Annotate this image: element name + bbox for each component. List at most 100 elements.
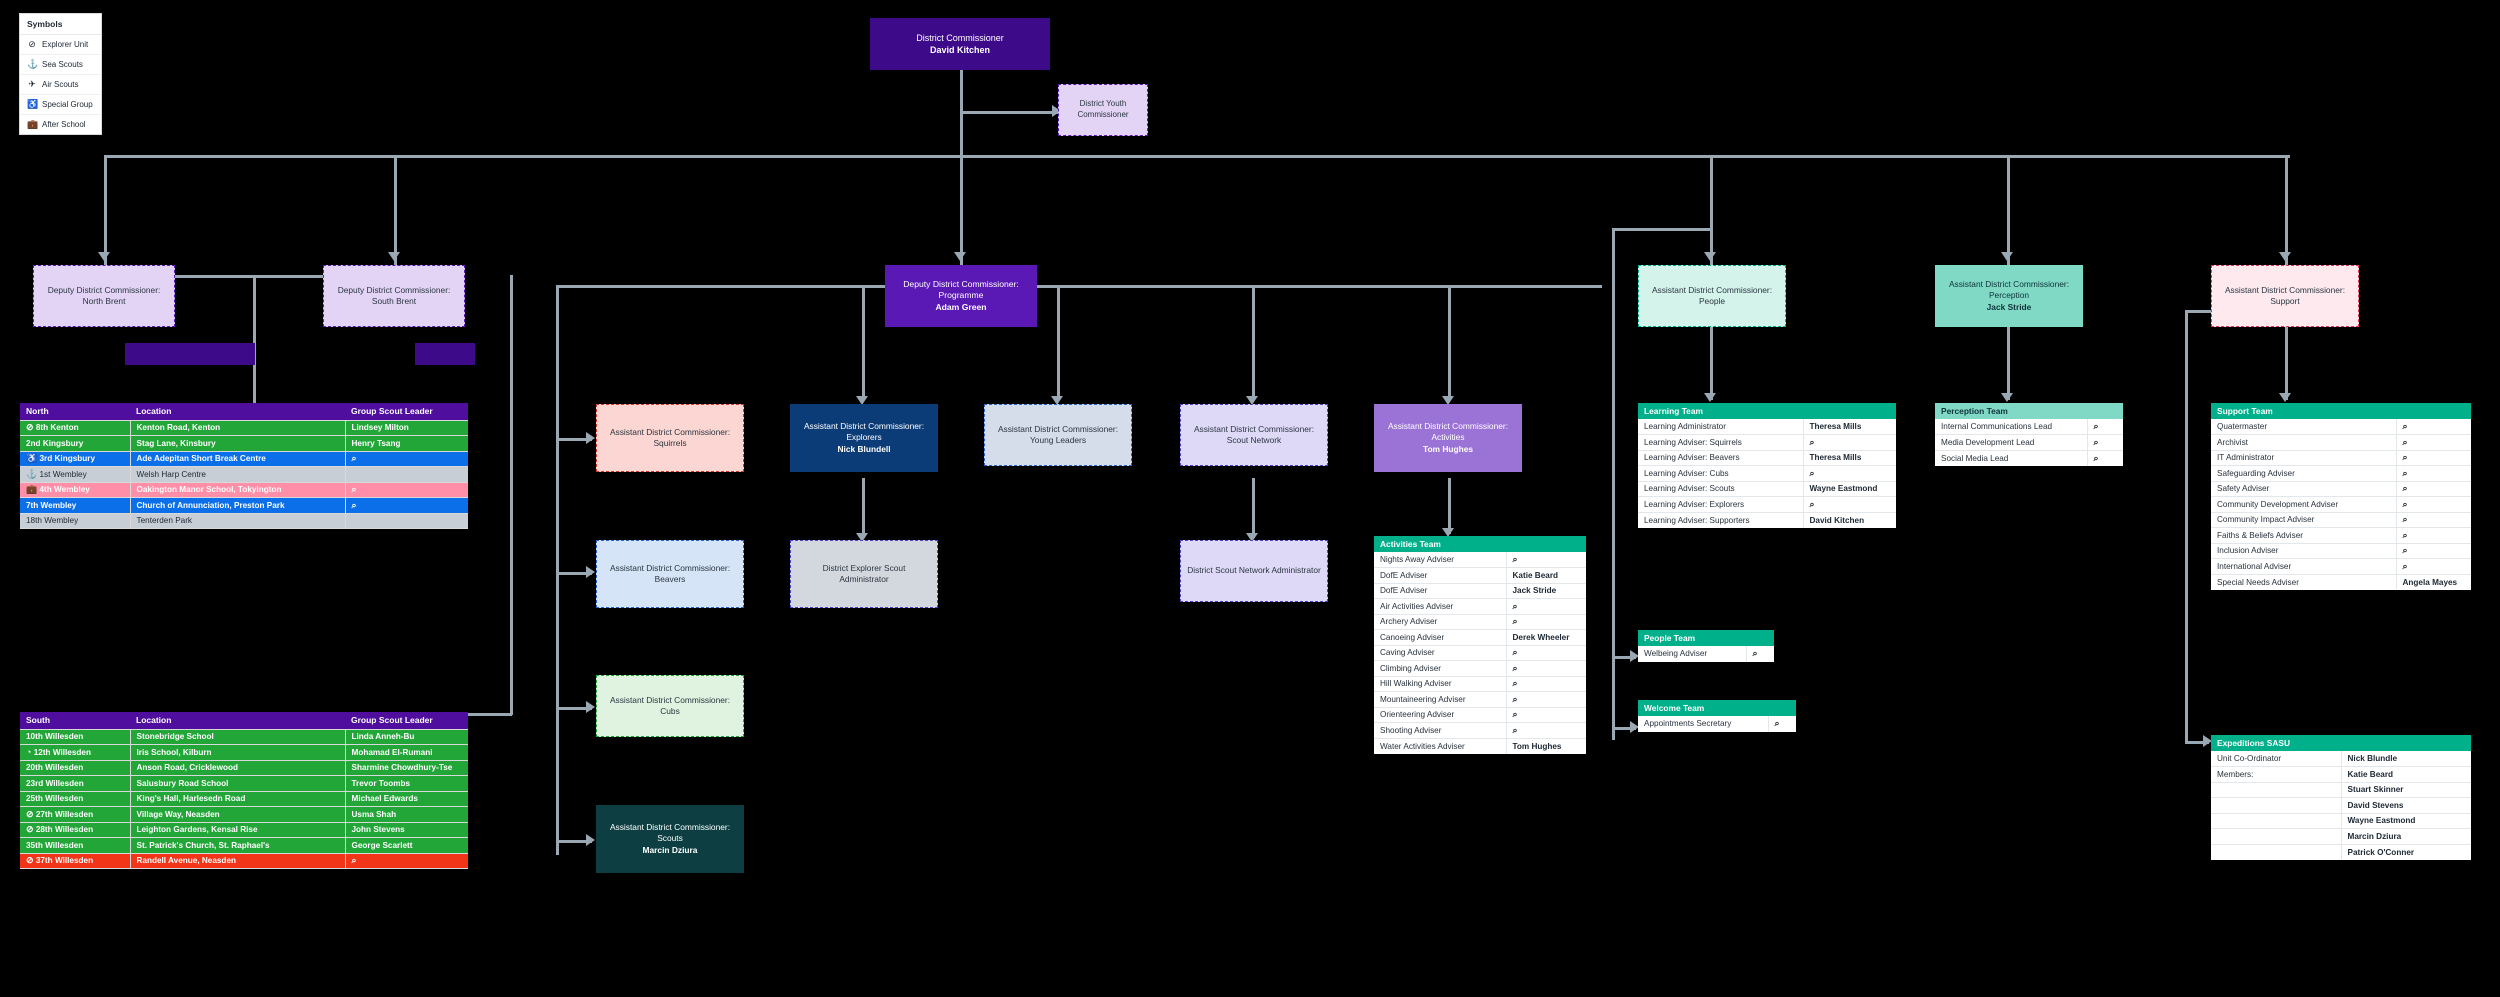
search-icon[interactable]: ⌕ (1512, 662, 1518, 673)
search-icon[interactable]: ⌕ (1809, 467, 1815, 478)
person-cell[interactable]: ⌕ (1505, 707, 1586, 723)
search-icon[interactable]: ⌕ (2402, 560, 2408, 571)
table-row[interactable]: Appointments Secretary⌕ (1638, 716, 1796, 732)
person-cell[interactable]: ⌕ (2395, 434, 2471, 451)
person-cell[interactable]: ⌕ (2395, 450, 2471, 466)
search-icon[interactable]: ⌕ (1809, 498, 1815, 509)
person-cell[interactable]: ⌕ (1505, 614, 1586, 630)
table-row[interactable]: David Stevens (2211, 797, 2471, 814)
search-icon[interactable]: ⌕ (1512, 616, 1518, 627)
person-cell[interactable]: ⌕ (2395, 465, 2471, 482)
node-adc-cubs[interactable]: Assistant District Commissioner: Cubs (596, 675, 744, 737)
search-icon[interactable]: ⌕ (2093, 452, 2099, 463)
table-row[interactable]: Stuart Skinner (2211, 782, 2471, 798)
person-cell[interactable]: ⌕ (1802, 434, 1896, 451)
table-row[interactable]: Safety Adviser⌕ (2211, 481, 2471, 497)
search-icon[interactable]: ⌕ (2402, 529, 2408, 540)
person-cell[interactable]: ⌕ (1505, 645, 1586, 661)
search-icon[interactable]: ⌕ (1512, 724, 1518, 735)
person-cell[interactable]: ⌕ (1745, 646, 1774, 662)
search-icon[interactable]: ⌕ (351, 453, 357, 464)
search-icon[interactable]: ⌕ (351, 499, 357, 510)
node-adc-support[interactable]: Assistant District Commissioner: Support (2211, 265, 2359, 327)
person-cell[interactable]: ⌕ (1505, 552, 1586, 568)
node-adc-beavers[interactable]: Assistant District Commissioner: Beavers (596, 540, 744, 608)
leader-cell[interactable]: ⌕ (345, 853, 468, 869)
node-adc-scout-network[interactable]: Assistant District Commissioner: Scout N… (1180, 404, 1328, 466)
table-row[interactable]: Wayne Eastmond (2211, 813, 2471, 829)
table-row[interactable]: Welbeing Adviser⌕ (1638, 646, 1774, 662)
node-district-scout-network-administrator[interactable]: District Scout Network Administrator (1180, 540, 1328, 602)
search-icon[interactable]: ⌕ (1512, 678, 1518, 689)
search-icon[interactable]: ⌕ (1512, 709, 1518, 720)
person-cell[interactable]: ⌕ (2086, 450, 2123, 466)
person-cell[interactable]: ⌕ (2395, 419, 2471, 435)
table-row[interactable]: Social Media Lead⌕ (1935, 450, 2123, 466)
node-adc-young-leaders[interactable]: Assistant District Commissioner: Young L… (984, 404, 1132, 466)
table-row[interactable]: Patrick O'Conner (2211, 844, 2471, 860)
search-icon[interactable]: ⌕ (351, 484, 357, 495)
table-row[interactable]: Learning Adviser: Explorers⌕ (1638, 496, 1896, 513)
search-icon[interactable]: ⌕ (1774, 718, 1780, 729)
leader-cell[interactable]: ⌕ (345, 482, 468, 498)
leader-cell[interactable]: ⌕ (345, 451, 468, 467)
table-row[interactable]: Media Development Lead⌕ (1935, 434, 2123, 451)
node-district-explorer-administrator[interactable]: District Explorer Scout Administrator (790, 540, 938, 608)
search-icon[interactable]: ⌕ (1809, 436, 1815, 447)
search-icon[interactable]: ⌕ (351, 855, 357, 866)
node-adc-squirrels[interactable]: Assistant District Commissioner: Squirre… (596, 404, 744, 472)
search-icon[interactable]: ⌕ (2402, 498, 2408, 509)
search-icon[interactable]: ⌕ (1512, 693, 1518, 704)
table-row[interactable]: Mountaineering Adviser⌕ (1374, 691, 1586, 708)
search-icon[interactable]: ⌕ (2402, 436, 2408, 447)
person-cell[interactable]: ⌕ (2395, 558, 2471, 575)
person-cell[interactable]: ⌕ (1505, 598, 1586, 615)
table-row[interactable]: Community Development Adviser⌕ (2211, 496, 2471, 513)
person-cell[interactable]: ⌕ (1802, 465, 1896, 482)
search-icon[interactable]: ⌕ (1512, 647, 1518, 658)
person-cell[interactable]: ⌕ (2086, 434, 2123, 451)
table-row[interactable]: Nights Away Adviser⌕ (1374, 552, 1586, 568)
node-district-youth-commissioner[interactable]: District Youth Commissioner (1058, 84, 1148, 136)
table-row[interactable]: Learning Adviser: Squirrels⌕ (1638, 434, 1896, 451)
search-icon[interactable]: ⌕ (2402, 483, 2408, 494)
table-row[interactable]: Inclusion Adviser⌕ (2211, 543, 2471, 559)
table-row[interactable]: Safeguarding Adviser⌕ (2211, 465, 2471, 482)
person-cell[interactable]: ⌕ (1767, 716, 1796, 732)
node-adc-people[interactable]: Assistant District Commissioner: People (1638, 265, 1786, 327)
person-cell[interactable]: ⌕ (1505, 676, 1586, 692)
table-row[interactable]: Members:Katie Beard (2211, 766, 2471, 783)
table-row[interactable]: Climbing Adviser⌕ (1374, 660, 1586, 677)
table-row[interactable]: Archery Adviser⌕ (1374, 614, 1586, 630)
person-cell[interactable]: ⌕ (2395, 512, 2471, 528)
node-ddc-north-brent[interactable]: Deputy District Commissioner: North Bren… (33, 265, 175, 327)
person-cell[interactable]: ⌕ (2395, 481, 2471, 497)
search-icon[interactable]: ⌕ (1752, 648, 1758, 659)
table-row[interactable]: Quatermaster⌕ (2211, 419, 2471, 435)
search-icon[interactable]: ⌕ (2402, 467, 2408, 478)
search-icon[interactable]: ⌕ (2402, 421, 2408, 431)
node-adc-scouts[interactable]: Assistant District Commissioner: Scouts … (596, 805, 744, 873)
table-row[interactable]: Marcin Dziura (2211, 828, 2471, 845)
search-icon[interactable]: ⌕ (1512, 554, 1518, 564)
table-row[interactable]: Orienteering Adviser⌕ (1374, 707, 1586, 723)
table-row[interactable]: Community Impact Adviser⌕ (2211, 512, 2471, 528)
